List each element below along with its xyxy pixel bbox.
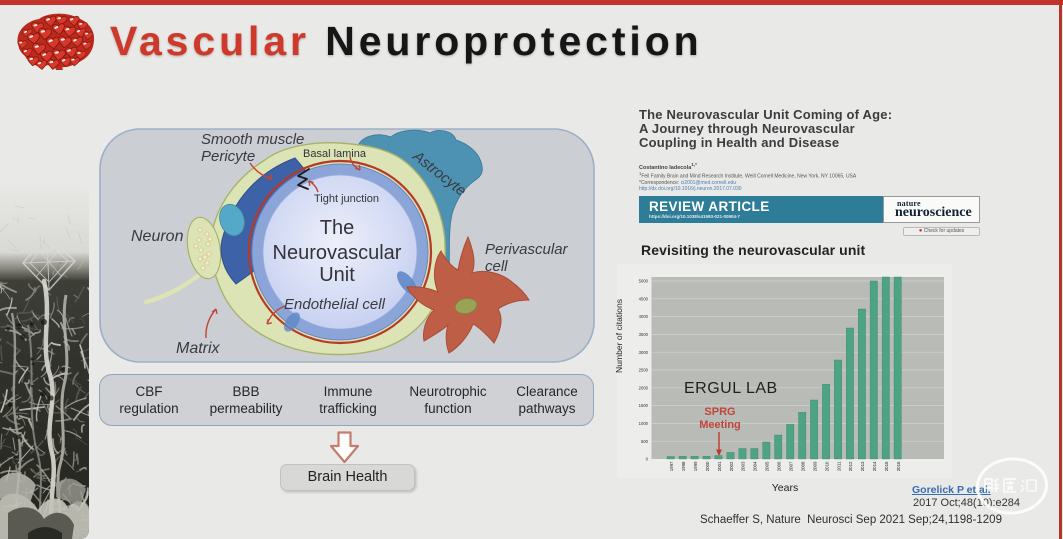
svg-text:Basal lamina: Basal lamina bbox=[303, 148, 367, 160]
svg-text:2015: 2015 bbox=[884, 461, 889, 471]
svg-text:Number of citations: Number of citations bbox=[614, 299, 624, 373]
svg-text:Perivascular: Perivascular bbox=[485, 241, 569, 258]
svg-text:2000: 2000 bbox=[639, 385, 649, 390]
svg-text:Tight junction: Tight junction bbox=[314, 193, 379, 205]
svg-text:2013: 2013 bbox=[860, 461, 865, 471]
svg-text:Matrix: Matrix bbox=[176, 340, 221, 357]
svg-text:2006: 2006 bbox=[777, 461, 782, 471]
svg-text:1500: 1500 bbox=[639, 403, 649, 408]
svg-text:2008: 2008 bbox=[801, 461, 806, 471]
svg-text:2016: 2016 bbox=[896, 461, 901, 471]
svg-text:5000: 5000 bbox=[639, 279, 649, 284]
svg-text:2500: 2500 bbox=[639, 368, 649, 373]
svg-text:500: 500 bbox=[641, 439, 649, 444]
svg-text:SPRG: SPRG bbox=[704, 406, 735, 418]
svg-text:2003: 2003 bbox=[741, 461, 746, 471]
svg-text:2014: 2014 bbox=[872, 461, 877, 471]
svg-text:2002: 2002 bbox=[729, 461, 734, 471]
svg-text:3500: 3500 bbox=[639, 332, 649, 337]
svg-text:2005: 2005 bbox=[765, 461, 770, 471]
svg-text:Meeting: Meeting bbox=[699, 419, 741, 431]
svg-text:1998: 1998 bbox=[681, 461, 686, 471]
svg-text:Neurovascular: Neurovascular bbox=[273, 242, 402, 264]
svg-text:2007: 2007 bbox=[789, 461, 794, 471]
svg-text:2011: 2011 bbox=[836, 461, 841, 471]
svg-text:Unit: Unit bbox=[319, 264, 355, 286]
svg-text:cell: cell bbox=[485, 258, 508, 275]
svg-text:Smooth muscle: Smooth muscle bbox=[201, 131, 304, 148]
svg-text:The: The bbox=[320, 217, 354, 239]
svg-text:Years: Years bbox=[772, 482, 798, 492]
svg-text:2000: 2000 bbox=[705, 461, 710, 471]
svg-text:Pericyte: Pericyte bbox=[201, 148, 255, 165]
svg-text:4000: 4000 bbox=[639, 314, 649, 319]
svg-text:1999: 1999 bbox=[693, 461, 698, 471]
svg-text:Neuron: Neuron bbox=[131, 228, 184, 245]
svg-text:2009: 2009 bbox=[812, 461, 817, 471]
svg-text:ERGUL LAB: ERGUL LAB bbox=[684, 380, 778, 397]
svg-text:2012: 2012 bbox=[848, 461, 853, 471]
svg-text:3000: 3000 bbox=[639, 350, 649, 355]
svg-text:1000: 1000 bbox=[639, 421, 649, 426]
svg-text:2004: 2004 bbox=[753, 461, 758, 471]
svg-text:4500: 4500 bbox=[639, 296, 649, 301]
svg-text:1997: 1997 bbox=[669, 461, 674, 471]
svg-text:2001: 2001 bbox=[717, 461, 722, 471]
svg-text:Endothelial cell: Endothelial cell bbox=[284, 296, 386, 313]
svg-text:0: 0 bbox=[646, 457, 649, 462]
svg-text:2010: 2010 bbox=[824, 461, 829, 471]
